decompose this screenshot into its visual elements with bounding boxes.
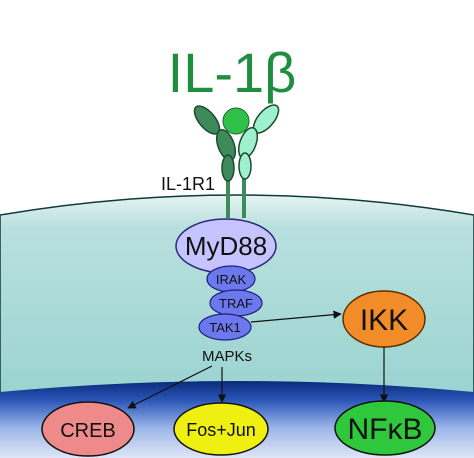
tak1-label: TAK1 (209, 320, 241, 335)
traf-label: TRAF (219, 296, 253, 311)
fos-jun-label: Fos+Jun (186, 420, 256, 440)
ikk-label: IKK (360, 304, 408, 337)
receptor-domain-left-base (221, 154, 235, 182)
creb-label: CREB (60, 420, 116, 442)
arrow-mapks-to-creb (127, 365, 213, 409)
receptor-il1r1 (193, 104, 280, 218)
ligand-ball (222, 107, 250, 135)
myd88-label: MyD88 (185, 231, 267, 261)
arrow-tak1-to-ikk (250, 310, 342, 323)
receptor-label: IL-1R1 (161, 174, 215, 194)
receptor-domain-right-base (238, 152, 252, 180)
creb-node (41, 401, 135, 457)
mapks-label: MAPKs (202, 348, 252, 365)
nfkb-label: NFκB (348, 413, 423, 446)
fos-jun-node (173, 402, 269, 456)
tak1-node (198, 313, 252, 341)
irak-label: IRAK (216, 272, 247, 287)
ligand-label: IL-1β (168, 41, 297, 104)
nfkb-node (334, 400, 436, 456)
